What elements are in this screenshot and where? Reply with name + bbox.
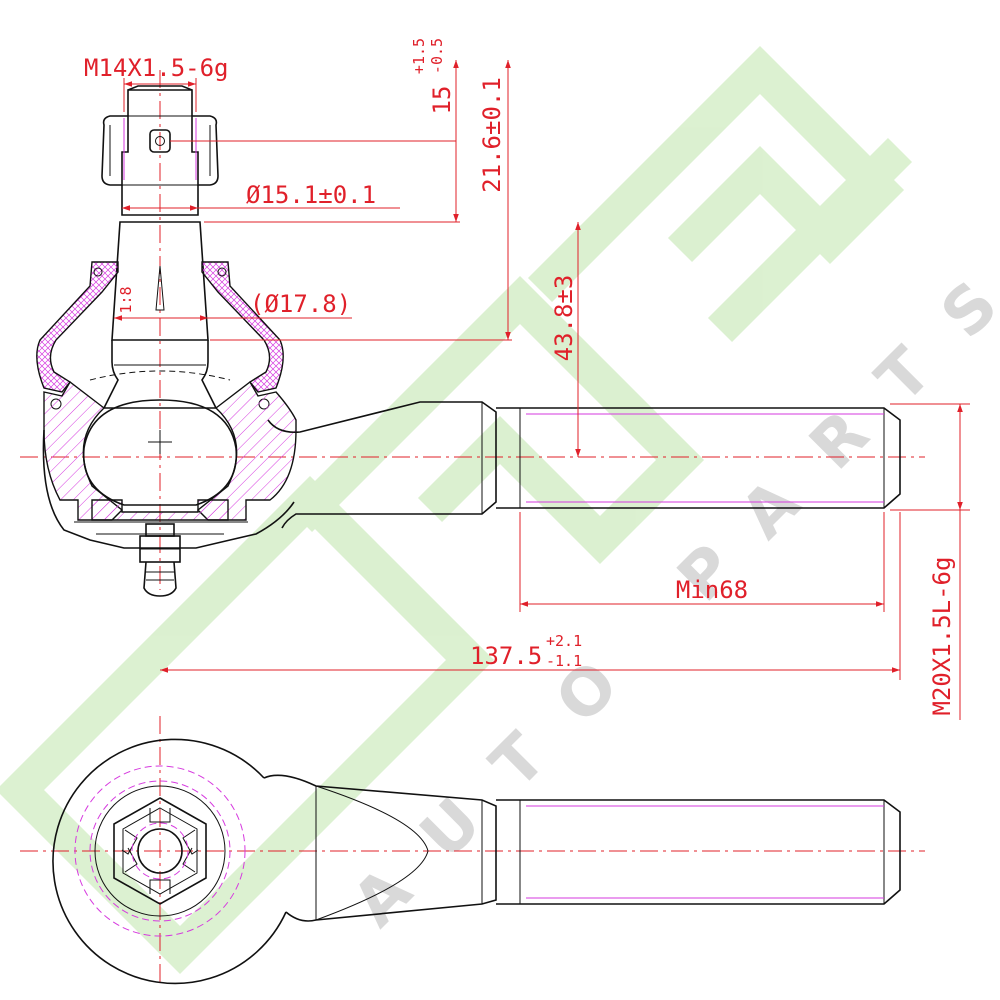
overall-tol-plus: +2.1 (546, 632, 582, 650)
castle-nut-top (113, 797, 207, 905)
overall-length-dim: 137.5 (470, 642, 542, 670)
front-view: 1:8 (20, 38, 970, 720)
ball-height-dim: 43.8±3 (550, 275, 578, 362)
overall-tol-minus: -1.1 (546, 652, 582, 670)
tie-rod-shank (267, 401, 901, 529)
ball-stud: 1:8 (102, 185, 218, 409)
nut-height-dim: 15 (428, 86, 456, 115)
ball (82, 370, 238, 506)
nut-height-tol-plus: +1.5 (410, 38, 428, 74)
stud-dia-dim: Ø15.1±0.1 (246, 181, 376, 209)
stud-length-dim: 21.6±0.1 (478, 77, 506, 193)
taper-ratio-label: 1:8 (117, 286, 135, 313)
shank-top (496, 799, 901, 905)
eye-housing (52, 738, 497, 985)
watermark: AUTO PARTS (0, 45, 1000, 975)
grease-nipple (139, 523, 181, 597)
thread-length-dim: Min68 (676, 576, 748, 604)
taper-dia-dim: (Ø17.8) (250, 290, 351, 318)
shank-thread-dim: M20X1.5L-6g (928, 557, 956, 716)
top-view (20, 716, 925, 985)
housing (42, 380, 297, 549)
nut-height-tol-minus: -0.5 (428, 38, 446, 74)
dimension-annotations: M14X1.5-6g 15 +1.5 -0.5 21.6±0.1 Ø15.1±0… (84, 38, 970, 720)
ball-thread-dim: M14X1.5-6g (84, 54, 229, 82)
watermark-logo (0, 45, 913, 975)
